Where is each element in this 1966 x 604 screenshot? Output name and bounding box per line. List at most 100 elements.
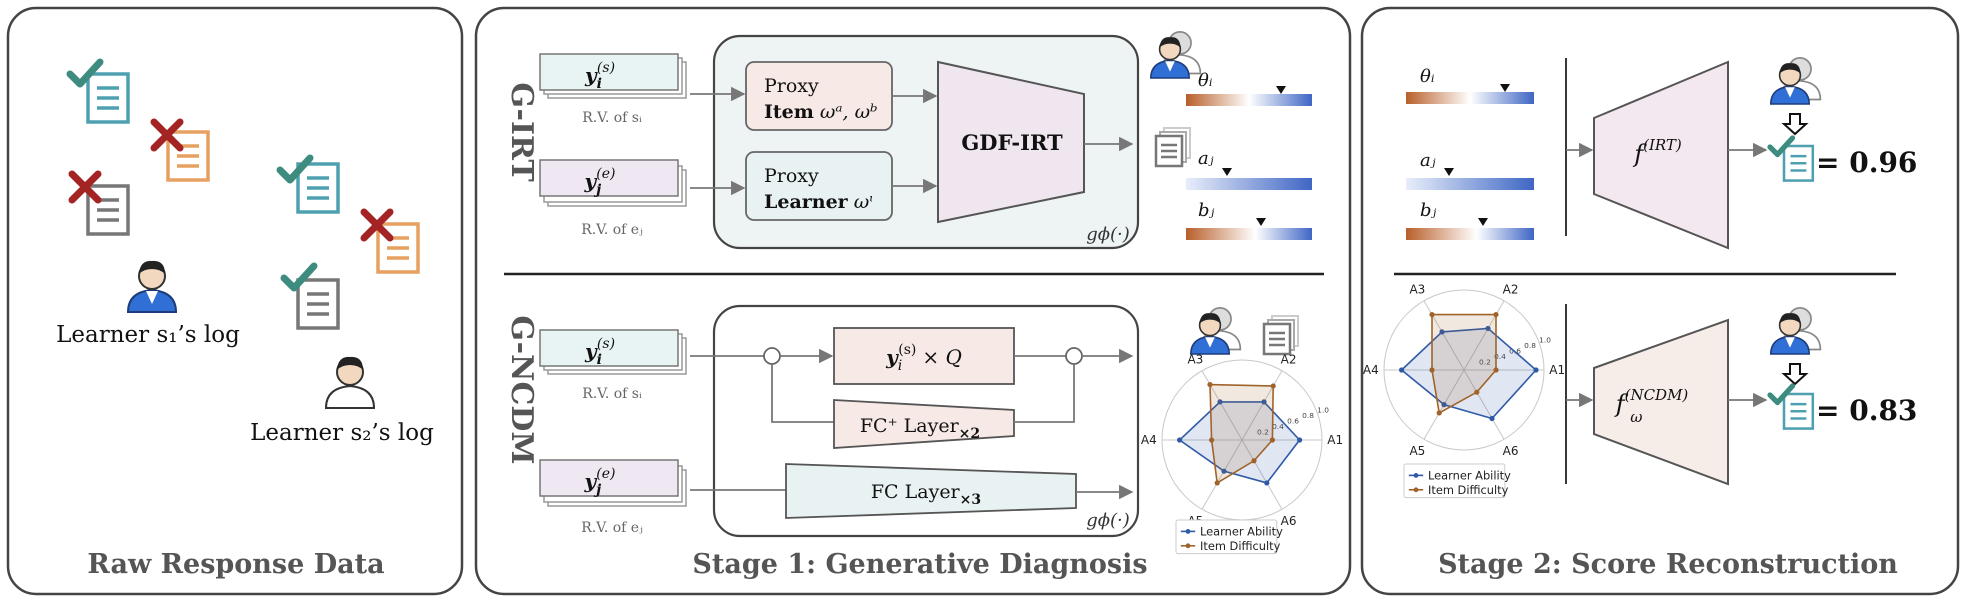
radar-axis-label: A1 xyxy=(1549,363,1565,377)
g-phi-label: gϕ(·) xyxy=(1086,224,1130,245)
doc-icon xyxy=(1782,144,1815,182)
gdf-irt-label: GDF-IRT xyxy=(961,130,1063,155)
radar-point xyxy=(1489,415,1495,422)
radar-ring-label: 0.8 xyxy=(1524,341,1536,350)
radar-point xyxy=(1264,480,1270,486)
radar-spoke xyxy=(1201,370,1243,441)
rv-e-block-ncdm: yj(e) xyxy=(539,459,687,507)
rv-s-caption-ncdm: R.V. of sᵢ xyxy=(582,386,642,402)
f-irt-block xyxy=(1593,60,1729,250)
radar-point xyxy=(1493,311,1499,318)
theta-marker xyxy=(1500,84,1510,92)
radar-ring-label: 0.4 xyxy=(1272,422,1284,431)
g-phi-label-ncdm: gϕ(·) xyxy=(1086,510,1130,531)
legend-label: Learner Ability xyxy=(1200,525,1283,539)
legend-marker xyxy=(1413,473,1419,478)
a-gradient-bar xyxy=(1186,178,1312,190)
legend-marker xyxy=(1185,543,1191,549)
panel-stage1: G-IRT G-NCDM yi(s) R.V. of sᵢ yj(e) R.V.… xyxy=(474,6,1352,596)
a-label: aⱼ xyxy=(1198,148,1214,169)
radar-axis-label: A2 xyxy=(1281,352,1297,366)
panel-title: Stage 2: Score Reconstruction xyxy=(1438,549,1898,580)
radar-point xyxy=(1261,399,1267,405)
radar-point xyxy=(1429,311,1435,318)
b-label: bⱼ xyxy=(1420,200,1437,221)
radar-axis-label: A3 xyxy=(1409,282,1425,296)
doc-icon xyxy=(296,278,340,330)
legend-box xyxy=(1175,519,1278,555)
radar-point xyxy=(1474,389,1480,395)
svg-text:yi(s)× Q: yi(s)× Q xyxy=(885,342,962,374)
radar-point xyxy=(1533,367,1539,373)
radar-axis-label: A1 xyxy=(1327,433,1343,447)
radar-spoke xyxy=(1463,300,1505,371)
score-ncdm: = 0.83 xyxy=(1816,394,1917,427)
theta-gradient-bar xyxy=(1406,92,1534,104)
radar-spoke xyxy=(1201,439,1243,510)
rv-s-caption: R.V. of sᵢ xyxy=(582,110,642,126)
radar-spoke xyxy=(1241,439,1283,510)
f-ncdm-block xyxy=(1593,318,1729,486)
radar-point xyxy=(1485,325,1491,332)
radar-spoke xyxy=(1463,369,1505,440)
stacked-doc-icon xyxy=(1262,314,1300,356)
rv-s-block-ncdm: yi(s) xyxy=(539,329,687,375)
b-label: bⱼ xyxy=(1198,200,1215,221)
theta-marker xyxy=(1276,86,1286,94)
radar-point xyxy=(1207,381,1213,388)
svg-text:yj(e): yj(e) xyxy=(584,466,616,498)
radar-point xyxy=(1441,402,1447,408)
learner1-log-label: Learner s₁’s log xyxy=(56,322,240,348)
svg-text:yj(e): yj(e) xyxy=(584,166,616,198)
learner2-log-label: Learner s₂’s log xyxy=(250,420,434,446)
fc-label: FC Layer×3 xyxy=(871,481,981,508)
doc-icon xyxy=(86,72,130,124)
rv-s-block: yi(s) xyxy=(539,53,687,99)
gncdm-label: G-NCDM xyxy=(504,315,539,464)
proxy-item-label: Proxy xyxy=(764,75,819,97)
legend-marker xyxy=(1413,487,1419,493)
fc-block xyxy=(785,463,1077,519)
theta-gradient-bar xyxy=(1186,94,1312,106)
radar-point xyxy=(1297,437,1303,443)
panel-title: Stage 1: Generative Diagnosis xyxy=(692,549,1147,580)
radar-ring-label: 0.8 xyxy=(1302,411,1314,420)
legend-label: Learner Ability xyxy=(1428,469,1511,483)
score-irt: = 0.96 xyxy=(1816,146,1917,179)
radar-point xyxy=(1251,458,1257,464)
radar-axis-label: A4 xyxy=(1141,433,1157,447)
rv-e-block: yj(e) xyxy=(539,159,687,207)
doc-icon xyxy=(296,162,340,214)
radar-point xyxy=(1221,468,1227,474)
radar-point xyxy=(1217,399,1223,405)
a-label: aⱼ xyxy=(1420,150,1436,171)
svg-text:yi(s): yi(s) xyxy=(584,60,615,92)
radar-axis-label: A6 xyxy=(1503,444,1519,458)
down-arrow-icon xyxy=(1781,363,1809,386)
radar-ring-label: 0.2 xyxy=(1479,358,1491,367)
radar-axis-label: A5 xyxy=(1409,444,1425,458)
legend-label: Item Difficulty xyxy=(1428,483,1509,497)
b-marker xyxy=(1256,218,1266,226)
b-marker xyxy=(1478,218,1488,226)
legend-marker xyxy=(1185,529,1191,534)
radar-ring-label: 0.4 xyxy=(1494,352,1506,361)
radar-spoke xyxy=(1241,370,1283,441)
fc-plus-label: FC⁺ Layer×2 xyxy=(860,415,980,442)
radar-point xyxy=(1269,437,1275,443)
stacked-doc-icon xyxy=(1154,126,1192,168)
panel-title: Raw Response Data xyxy=(87,549,384,580)
radar-ring-label: 0.6 xyxy=(1287,417,1299,426)
radar-point xyxy=(1439,329,1445,335)
svg-text:yi(s): yi(s) xyxy=(584,336,615,368)
gdf-irt-block xyxy=(937,60,1085,224)
radar-axis-label: A4 xyxy=(1363,363,1379,377)
radar-ring-label: 1.0 xyxy=(1539,336,1551,345)
radar-axis-label: A6 xyxy=(1281,514,1297,528)
q-block xyxy=(833,327,1015,385)
